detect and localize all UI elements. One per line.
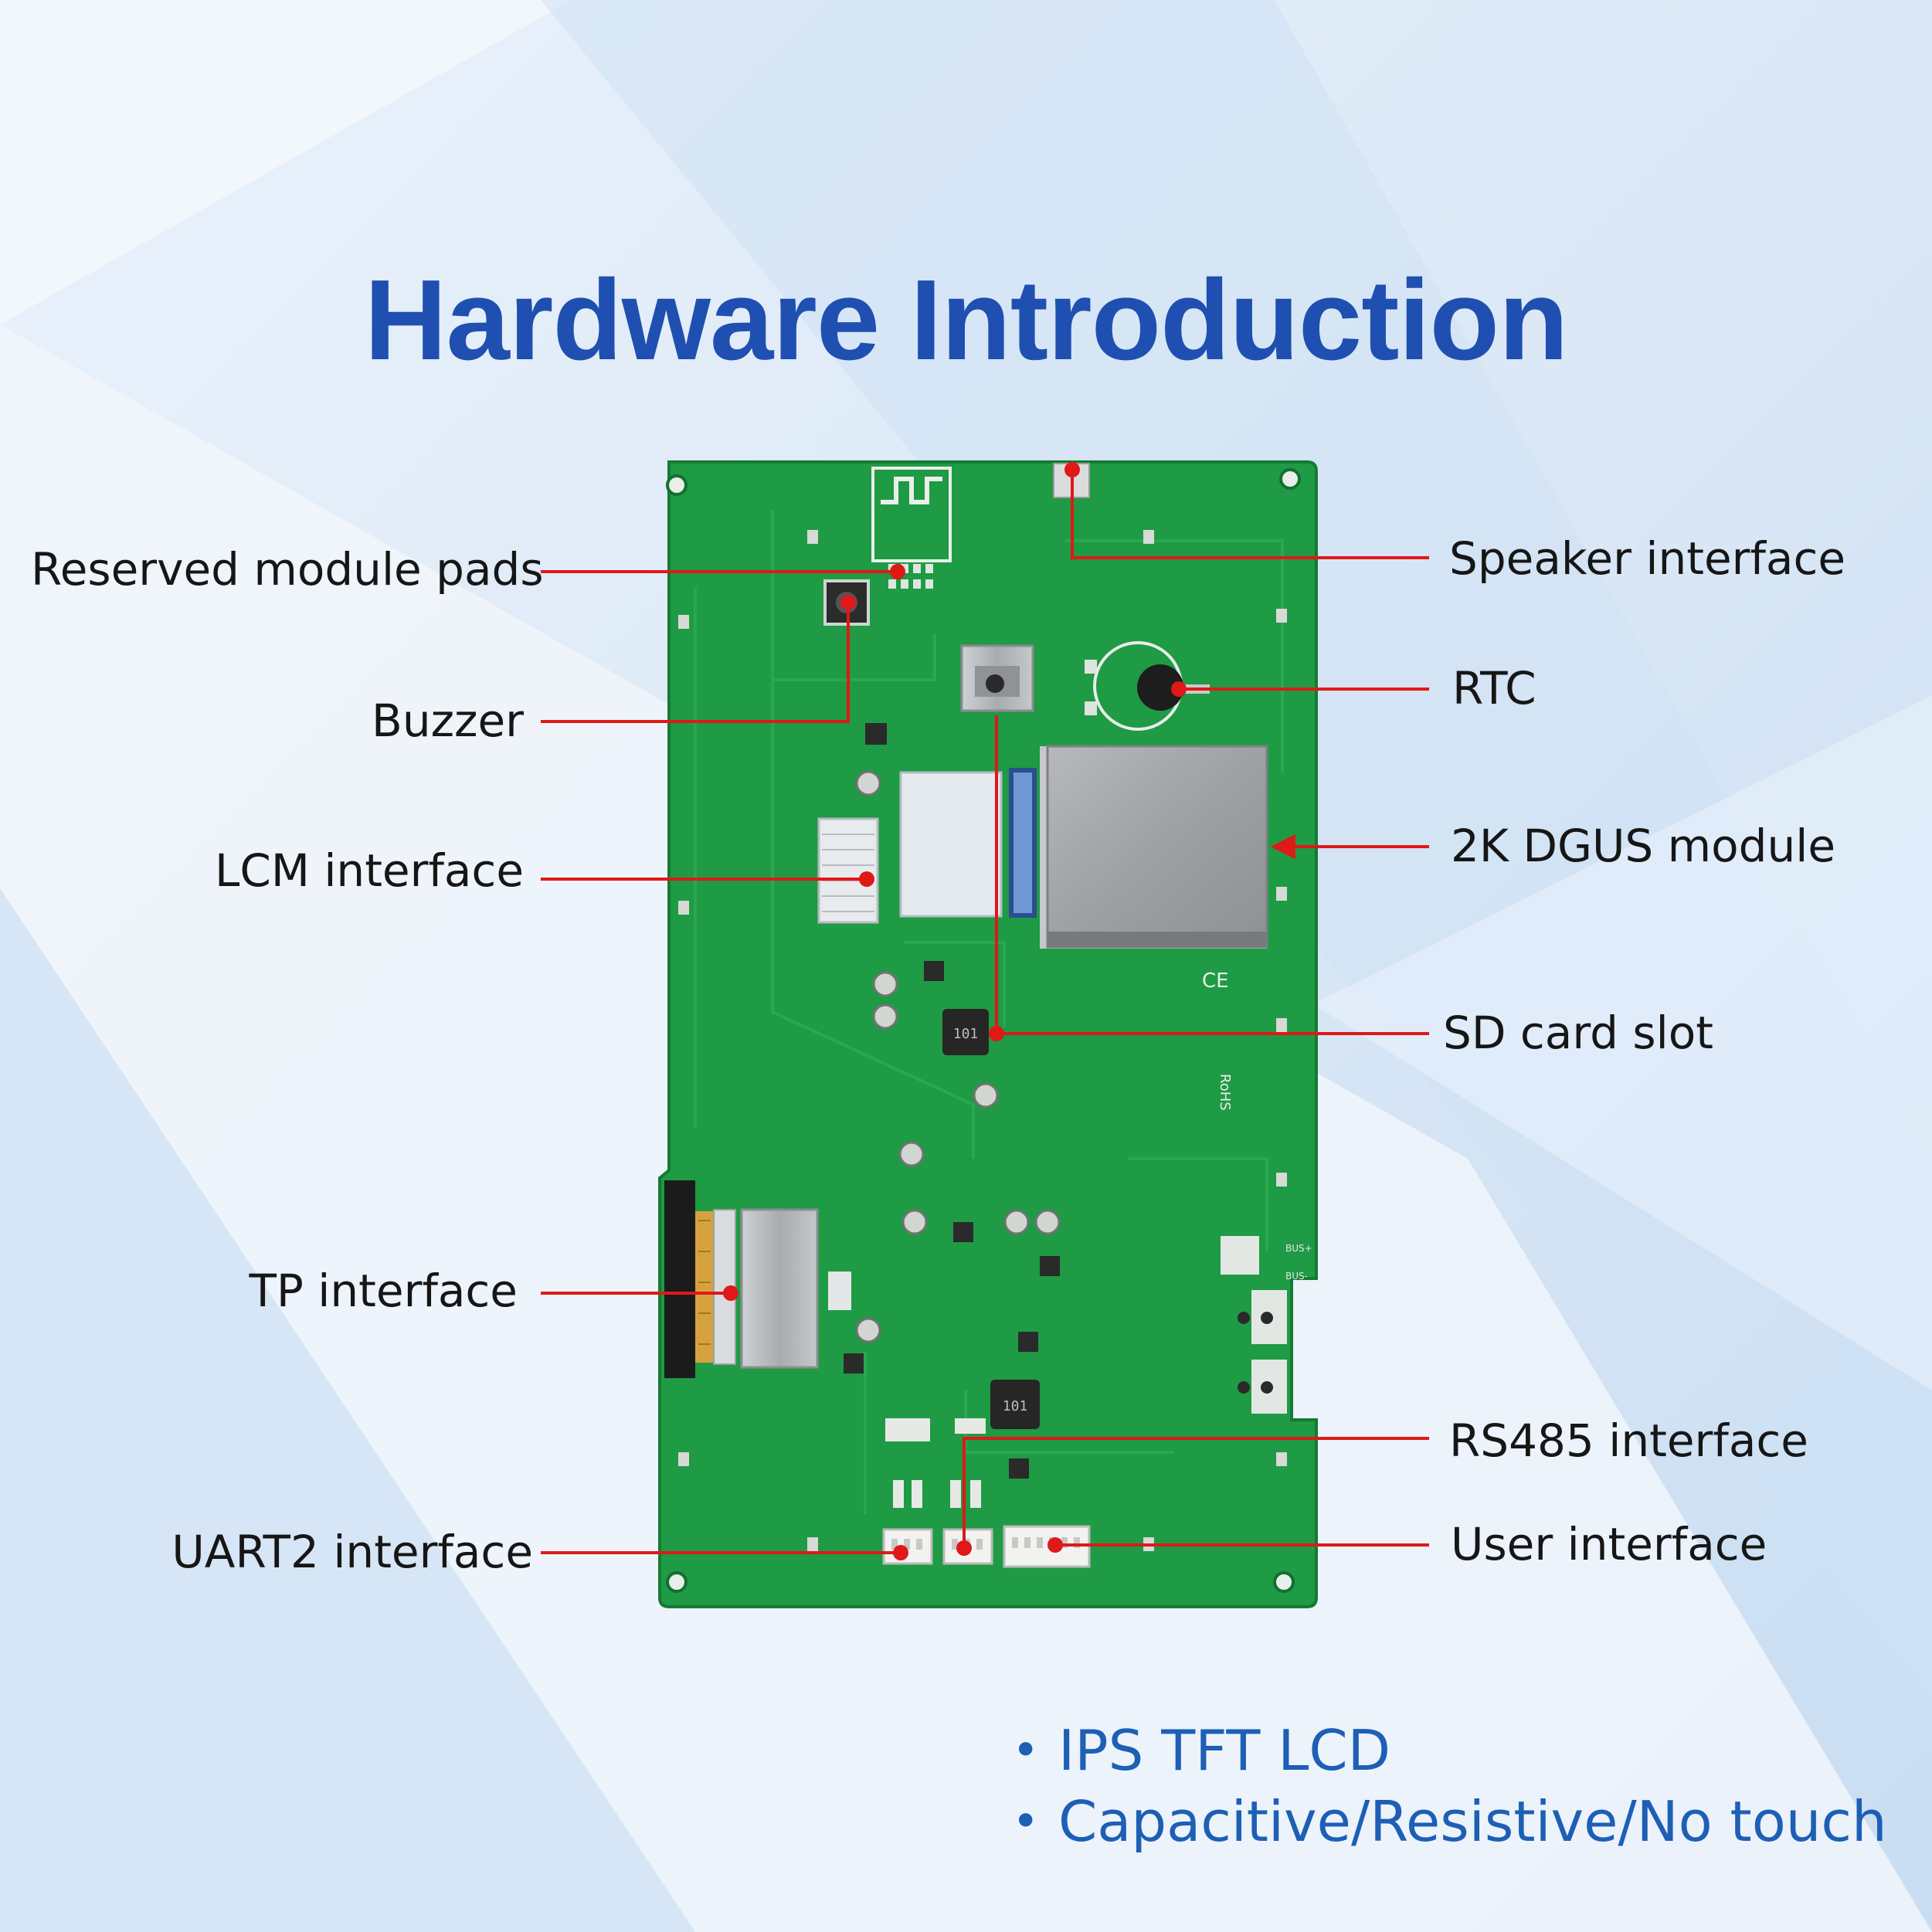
label-tp-interface: TP interface (249, 1265, 518, 1317)
feature-text: Capacitive/Resistive/No touch (1058, 1789, 1887, 1854)
rohs-mark: RoHS (1217, 1074, 1233, 1111)
passive-components: 101 101 CE RoHS (844, 723, 1312, 1508)
label-rs485-interface: RS485 interface (1449, 1414, 1808, 1467)
bus-plus-mark: BUS+ (1285, 1243, 1312, 1254)
page-title: Hardware Introduction (364, 256, 1569, 384)
feature-item: • Capacitive/Resistive/No touch (997, 1786, 1887, 1857)
inductor-top-label: 101 (953, 1026, 979, 1042)
label-rtc: RTC (1452, 662, 1536, 715)
leader-lines (541, 470, 1429, 1554)
leader-dots (723, 462, 1187, 1560)
sd-card-slot-component (960, 644, 1034, 712)
bottom-connectors (882, 1525, 1091, 1568)
flex-ribbon (899, 768, 1037, 918)
dgus-module-shield (1040, 745, 1268, 949)
label-sd-card-slot: SD card slot (1443, 1007, 1713, 1059)
tp-connector (664, 1180, 851, 1378)
label-lcm-interface: LCM interface (215, 844, 524, 897)
label-user-interface: User interface (1451, 1518, 1767, 1570)
bus-minus-mark: BUS- (1285, 1271, 1308, 1282)
label-uart2-interface: UART2 interface (171, 1526, 533, 1578)
feature-list: • IPS TFT LCD • Capacitive/Resistive/No … (997, 1715, 1887, 1857)
bullet-icon: • (1012, 1794, 1040, 1849)
label-buzzer: Buzzer (372, 694, 524, 747)
inductor-bottom-label: 101 (1003, 1398, 1028, 1414)
bullet-icon: • (1012, 1723, 1040, 1778)
feature-text: IPS TFT LCD (1058, 1718, 1391, 1783)
label-dgus-module: 2K DGUS module (1451, 820, 1836, 872)
label-speaker-interface: Speaker interface (1449, 532, 1846, 585)
lcm-connector (817, 817, 879, 924)
ce-mark: CE (1202, 969, 1229, 993)
feature-item: • IPS TFT LCD (997, 1715, 1887, 1786)
label-reserved-module-pads: Reserved module pads (31, 543, 544, 596)
